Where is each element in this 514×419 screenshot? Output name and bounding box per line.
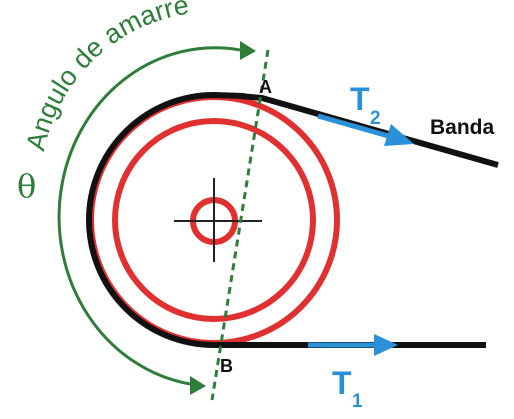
t2-label: T bbox=[350, 81, 370, 117]
tension-t2-arrow bbox=[317, 113, 414, 146]
arc-arrowhead-bottom bbox=[190, 376, 206, 395]
pulley-inner-rim bbox=[112, 118, 316, 322]
belt-wrap bbox=[86, 92, 486, 348]
t1-subscript: 1 bbox=[352, 391, 363, 412]
belt-upper-span bbox=[239, 93, 499, 168]
arc-arrowhead-top bbox=[240, 41, 256, 60]
wrap-angle-arc bbox=[57, 41, 256, 395]
theta-label: θ bbox=[17, 167, 36, 205]
belt-label: Banda bbox=[430, 116, 495, 139]
wrap-angle-curve bbox=[57, 46, 241, 386]
t2-arrowhead bbox=[384, 124, 414, 146]
tension-t1-arrow bbox=[308, 334, 398, 356]
point-a-label: A bbox=[259, 77, 272, 97]
t2-arrow-shaft bbox=[317, 113, 393, 140]
center-crosshair bbox=[174, 178, 262, 262]
point-b-label: B bbox=[220, 356, 233, 376]
t2-subscript: 2 bbox=[370, 108, 381, 129]
t1-arrowhead bbox=[374, 334, 398, 356]
t1-label: T bbox=[332, 365, 352, 401]
belt bbox=[86, 92, 499, 348]
